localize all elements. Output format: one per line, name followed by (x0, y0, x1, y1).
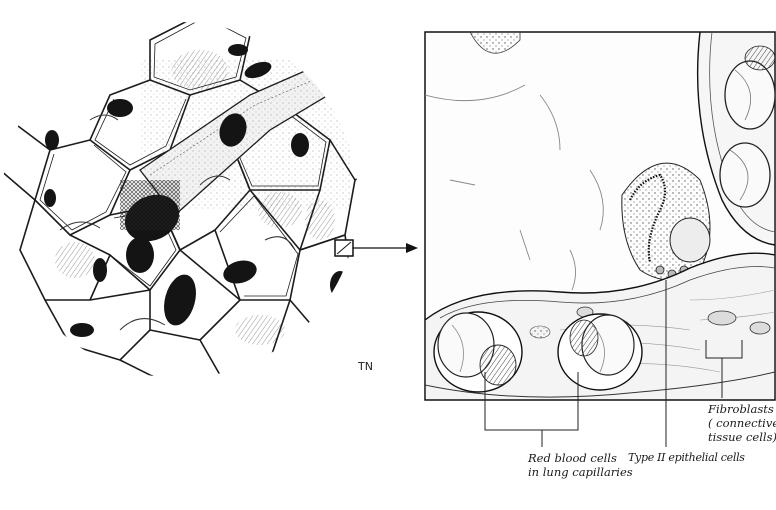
alveolar-cluster (0, 12, 375, 385)
type-ii-epithelial-label: Type II epithelial cells (628, 451, 745, 465)
fibroblasts-label-line2: ( connective (708, 416, 770, 430)
fibroblasts-label-line3: tissue cells) (708, 430, 770, 444)
fibroblasts-label-line1: Fibroblasts (708, 402, 770, 416)
red-blood-cells-label: Red blood cells in lung capillaries (528, 451, 633, 479)
artist-initials: TN (357, 360, 373, 373)
fibroblasts-label: Fibroblasts ( connective tissue cells) (708, 402, 770, 444)
red-blood-cells-label-line2: in lung capillaries (528, 465, 633, 479)
red-blood-cells-label-line1: Red blood cells (528, 451, 633, 465)
arrowhead-icon (406, 243, 418, 253)
magnified-panel (425, 32, 775, 400)
